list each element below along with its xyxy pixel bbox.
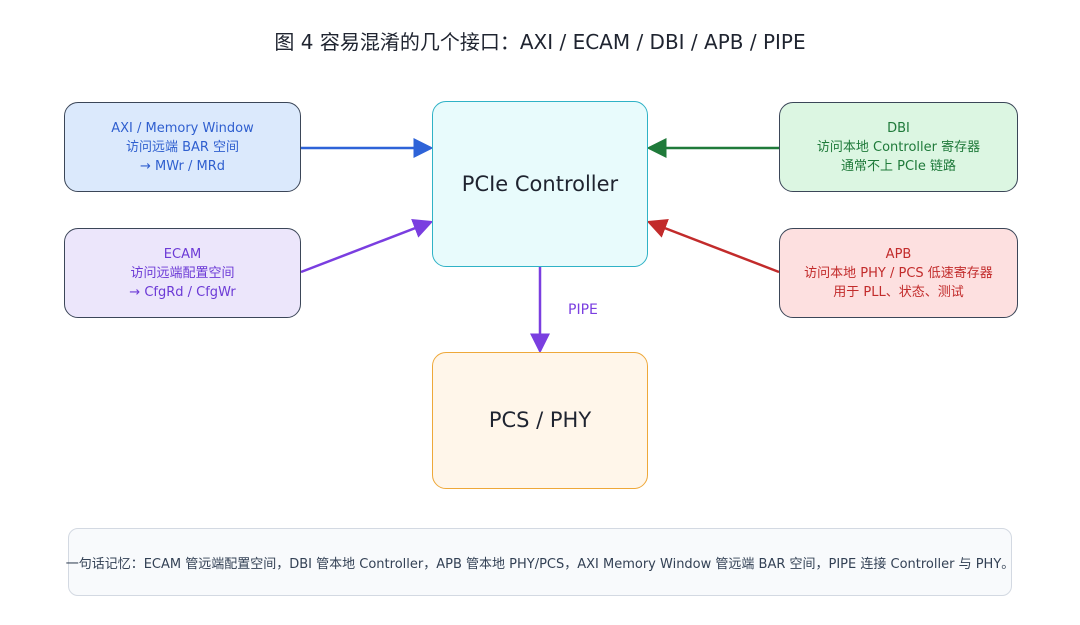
dbi-box-note: 通常不上 PCIe 链路 [840, 158, 956, 174]
diagram-title: 图 4 容易混淆的几个接口：AXI / ECAM / DBI / APB / P… [274, 30, 806, 54]
axi-box-title: AXI / Memory Window [111, 120, 254, 136]
apb-box: APB 访问本地 PHY / PCS 低速寄存器 用于 PLL、状态、测试 [779, 228, 1018, 318]
axi-box-tlp: → MWr / MRd [139, 158, 225, 174]
apb-box-note: 用于 PLL、状态、测试 [833, 284, 964, 300]
axi-memory-window-box: AXI / Memory Window 访问远端 BAR 空间 → MWr / … [64, 102, 301, 192]
pcie-controller-label: PCIe Controller [461, 171, 619, 196]
ecam-box-tlp: → CfgRd / CfgWr [129, 284, 236, 300]
dbi-box-title: DBI [887, 120, 910, 136]
pcie-controller-box: PCIe Controller [432, 101, 648, 267]
arrow-ecam-to-controller [300, 218, 434, 274]
dbi-box: DBI 访问本地 Controller 寄存器 通常不上 PCIe 链路 [779, 102, 1018, 192]
dbi-box-desc: 访问本地 Controller 寄存器 [816, 139, 981, 155]
ecam-box: ECAM 访问远端配置空间 → CfgRd / CfgWr [64, 228, 301, 318]
pcs-phy-box: PCS / PHY [432, 352, 648, 489]
pcs-phy-label: PCS / PHY [488, 408, 592, 432]
apb-box-title: APB [885, 246, 912, 262]
axi-box-desc: 访问远端 BAR 空间 [125, 139, 240, 155]
summary-note: 一句话记忆：ECAM 管远端配置空间，DBI 管本地 Controller，AP… [66, 528, 1014, 596]
ecam-box-desc: 访问远端配置空间 [130, 265, 235, 281]
ecam-box-title: ECAM [163, 246, 202, 262]
apb-box-desc: 访问本地 PHY / PCS 低速寄存器 [804, 265, 993, 281]
arrow-apb-to-controller [646, 218, 780, 274]
pipe-edge-label: PIPE [568, 302, 598, 318]
